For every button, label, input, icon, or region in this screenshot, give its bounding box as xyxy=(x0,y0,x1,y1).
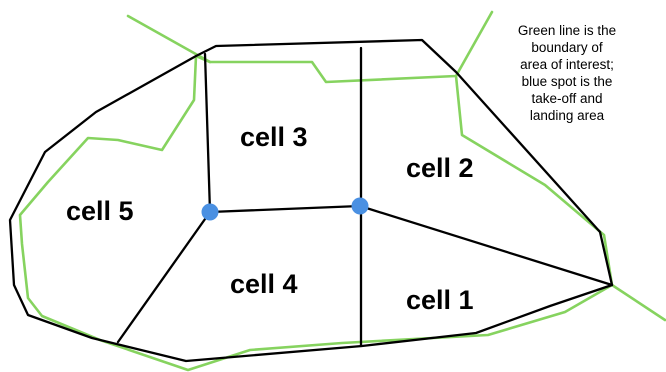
legend-note-line: take-off and xyxy=(531,91,603,106)
cell-1-label: cell 1 xyxy=(406,285,474,315)
cell-edge-divider xyxy=(358,204,614,287)
takeoff-landing-spot xyxy=(351,197,369,215)
area-of-interest-boundary-line xyxy=(126,10,494,84)
legend-note-line: boundary of xyxy=(531,40,603,55)
cell-2-label: cell 2 xyxy=(406,153,474,183)
outer-cell-boundary xyxy=(8,38,614,363)
cell-3-label: cell 3 xyxy=(240,122,308,152)
legend-note-line: blue spot is the xyxy=(521,74,613,89)
takeoff-landing-spot xyxy=(201,203,219,221)
area-of-interest-boundary-line xyxy=(18,54,614,372)
cell-edges xyxy=(8,38,614,363)
area-of-interest-boundary xyxy=(18,10,666,372)
cell-5-label: cell 5 xyxy=(66,196,134,226)
cell-edge-divider xyxy=(208,204,362,214)
legend-note: Green line is the boundary of area of in… xyxy=(498,22,636,124)
cell-edge-divider xyxy=(116,210,212,344)
cell-4-label: cell 4 xyxy=(230,269,298,299)
area-of-interest-boundary-line xyxy=(454,74,666,322)
legend-note-line: Green line is the xyxy=(517,23,617,38)
legend-note-line: area of interest; xyxy=(520,57,614,72)
cell-edge-divider xyxy=(203,52,212,214)
legend-note-line: landing area xyxy=(529,108,605,123)
